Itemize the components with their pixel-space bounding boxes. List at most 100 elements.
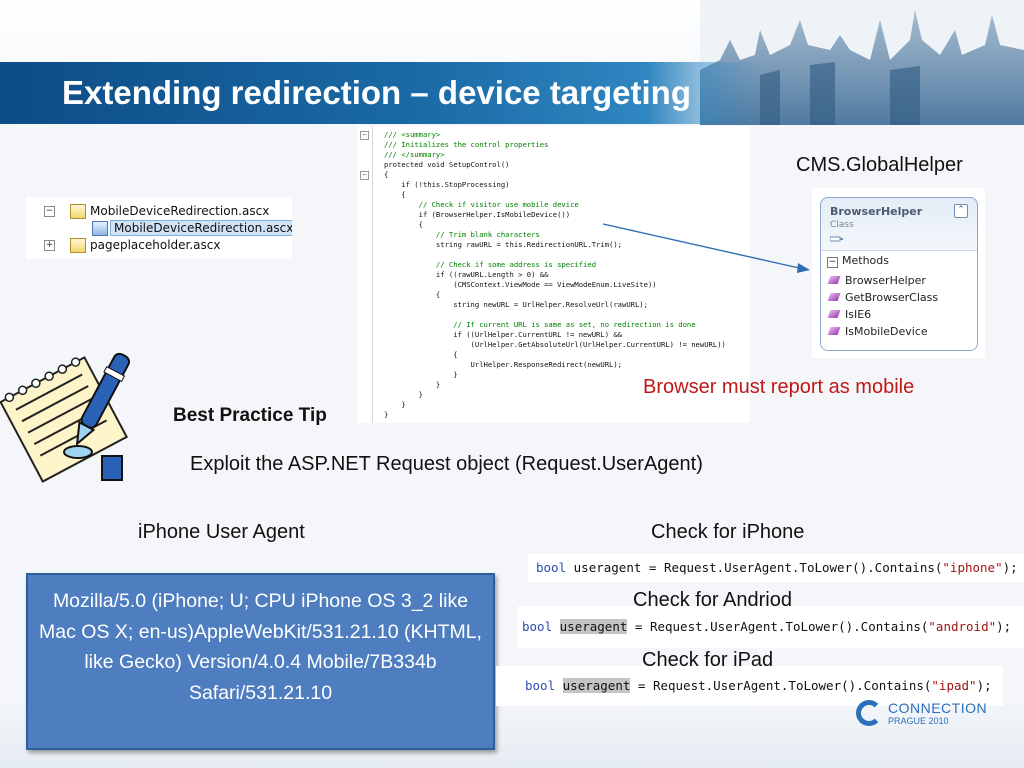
- logo-mark-icon: [856, 700, 882, 726]
- iphone-check-code: bool useragent = Request.UserAgent.ToLow…: [528, 554, 1024, 582]
- tree-item-label: MobileDeviceRedirection.ascx.cs: [110, 220, 292, 236]
- code-line: /// <summary>: [384, 130, 441, 139]
- code-gutter: −−: [358, 126, 373, 423]
- android-check-code: bool useragent = Request.UserAgent.ToLow…: [518, 606, 1024, 648]
- code-string: "ipad": [931, 678, 977, 693]
- code-keyword: bool: [522, 619, 553, 634]
- code-line: if (BrowserHelper.IsMobileDevice()): [384, 210, 571, 219]
- solution-explorer: − MobileDeviceRedirection.ascx MobileDev…: [26, 197, 292, 259]
- code-tail: );: [996, 619, 1012, 634]
- logo-subtitle: PRAGUE 2010: [888, 716, 949, 726]
- chevron-up-icon[interactable]: ⌃: [954, 204, 968, 218]
- tree-row-partial-bottom: [26, 254, 292, 259]
- tree-item-label: MobileDeviceRedirection.ascx: [90, 204, 270, 218]
- method-label: IsMobileDevice: [845, 325, 928, 338]
- code-line: }: [384, 370, 458, 379]
- ipad-check-code: bool useragent = Request.UserAgent.ToLow…: [496, 666, 1003, 706]
- collapse-toggle[interactable]: −: [827, 257, 838, 268]
- class-diagram-box: BrowserHelper Class ⌃ −Methods BrowserHe…: [820, 197, 978, 351]
- user-agent-box: Mozilla/5.0 (iPhone; U; CPU iPhone OS 3_…: [26, 573, 495, 750]
- code-line: protected void SetupControl(): [384, 160, 510, 169]
- tree-item-label: pageplaceholder.ascx: [90, 238, 221, 252]
- method-item[interactable]: IsMobileDevice: [827, 325, 928, 338]
- code-line: if ((UrlHelper.CurrentURL != newURL) &&: [384, 330, 622, 339]
- title-band: [0, 62, 760, 124]
- code-keyword: bool: [536, 560, 567, 575]
- method-icon: [827, 327, 841, 335]
- code-line: (UrlHelper.GetAbsoluteUrl(UrlHelper.Curr…: [384, 340, 726, 349]
- outline-toggle[interactable]: −: [360, 131, 369, 140]
- file-icon: [70, 204, 86, 219]
- methods-header[interactable]: −Methods: [827, 254, 889, 268]
- code-keyword: bool: [525, 678, 556, 693]
- method-item[interactable]: IsIE6: [827, 308, 872, 321]
- tree-item-mobiledeviceredirection-ascx[interactable]: − MobileDeviceRedirection.ascx: [26, 203, 292, 220]
- code-line: // Trim blank characters: [384, 230, 540, 239]
- code-line: if ((rawURL.Length > 0) &&: [384, 270, 549, 279]
- tip-text: Exploit the ASP.NET Request object (Requ…: [190, 453, 703, 475]
- code-line: {: [384, 350, 458, 359]
- methods-header-label: Methods: [842, 254, 889, 267]
- code-line: UrlHelper.ResponseRedirect(newURL);: [384, 360, 622, 369]
- method-item[interactable]: BrowserHelper: [827, 274, 926, 287]
- code-line: {: [384, 220, 423, 229]
- code-tail: );: [1002, 560, 1018, 575]
- tree-item-pageplaceholder-ascx[interactable]: + pageplaceholder.ascx: [26, 237, 292, 254]
- code-line: (CMSContext.ViewMode == ViewModeEnum.Liv…: [384, 280, 657, 289]
- code-string: "iphone": [942, 560, 1003, 575]
- code-tail: );: [976, 678, 992, 693]
- code-snippet: −− /// <summary>/// Initializes the cont…: [358, 126, 750, 423]
- code-line: }: [384, 390, 423, 399]
- check-iphone-heading: Check for iPhone: [651, 521, 805, 543]
- code-expression: = Request.UserAgent.ToLower().Contains(: [641, 560, 943, 575]
- tree-item-mobiledeviceredirection-ascx-cs[interactable]: MobileDeviceRedirection.ascx.cs: [26, 220, 292, 237]
- connection-logo: CONNECTION PRAGUE 2010: [856, 696, 996, 736]
- method-icon: [827, 276, 841, 284]
- code-file-icon: [92, 221, 108, 236]
- class-name: BrowserHelper: [830, 205, 923, 218]
- slide-title: Extending redirection – device targeting: [62, 74, 691, 111]
- method-icon: [827, 293, 841, 301]
- logo-name: CONNECTION: [888, 700, 988, 716]
- code-line: }: [384, 400, 406, 409]
- code-variable: useragent: [573, 560, 642, 575]
- slide-header: Extending redirection – device targeting: [0, 0, 1024, 125]
- notepad-pen-icon: [0, 352, 130, 483]
- code-line: {: [384, 170, 389, 179]
- method-label: IsIE6: [845, 308, 872, 321]
- code-line: string newURL = UrlHelper.ResolveUrl(raw…: [384, 300, 648, 309]
- code-line: }: [384, 380, 441, 389]
- code-variable: useragent: [562, 678, 631, 693]
- code-line: /// </summary>: [384, 150, 445, 159]
- code-line: {: [384, 190, 406, 199]
- namespace-caption: CMS.GlobalHelper: [796, 154, 963, 176]
- user-agent-heading: iPhone User Agent: [138, 521, 305, 543]
- code-string: "android": [928, 619, 997, 634]
- check-android-heading: Check for Andriod: [633, 589, 792, 611]
- method-item[interactable]: GetBrowserClass: [827, 291, 939, 304]
- method-label: GetBrowserClass: [845, 291, 939, 304]
- expand-toggle[interactable]: +: [44, 240, 55, 251]
- check-ipad-heading: Check for iPad: [642, 649, 774, 671]
- file-icon: [70, 238, 86, 253]
- class-kind: Class: [830, 220, 854, 230]
- code-line: if (!this.StopProcessing): [384, 180, 510, 189]
- mobile-note: Browser must report as mobile: [643, 376, 915, 398]
- code-line: {: [384, 290, 441, 299]
- collapse-toggle[interactable]: −: [44, 206, 55, 217]
- method-icon: [827, 310, 841, 318]
- code-expression: = Request.UserAgent.ToLower().Contains(: [630, 678, 932, 693]
- best-practice-label: Best Practice Tip: [173, 405, 327, 426]
- methods-section: −Methods BrowserHelper GetBrowserClass I…: [821, 250, 977, 350]
- code-line: // If current URL is same as set, no red…: [384, 320, 696, 329]
- code-variable: useragent: [559, 619, 628, 634]
- code-line: /// Initializes the control properties: [384, 140, 549, 149]
- code-line: // Check if visitor use mobile device: [384, 200, 579, 209]
- code-expression: = Request.UserAgent.ToLower().Contains(: [627, 619, 929, 634]
- key-icon: [830, 236, 843, 242]
- code-line: // Check if some address is specified: [384, 260, 597, 269]
- code-line: }: [384, 410, 389, 419]
- outline-toggle[interactable]: −: [360, 171, 369, 180]
- method-label: BrowserHelper: [845, 274, 926, 287]
- code-line: string rawURL = this.RedirectionURL.Trim…: [384, 240, 622, 249]
